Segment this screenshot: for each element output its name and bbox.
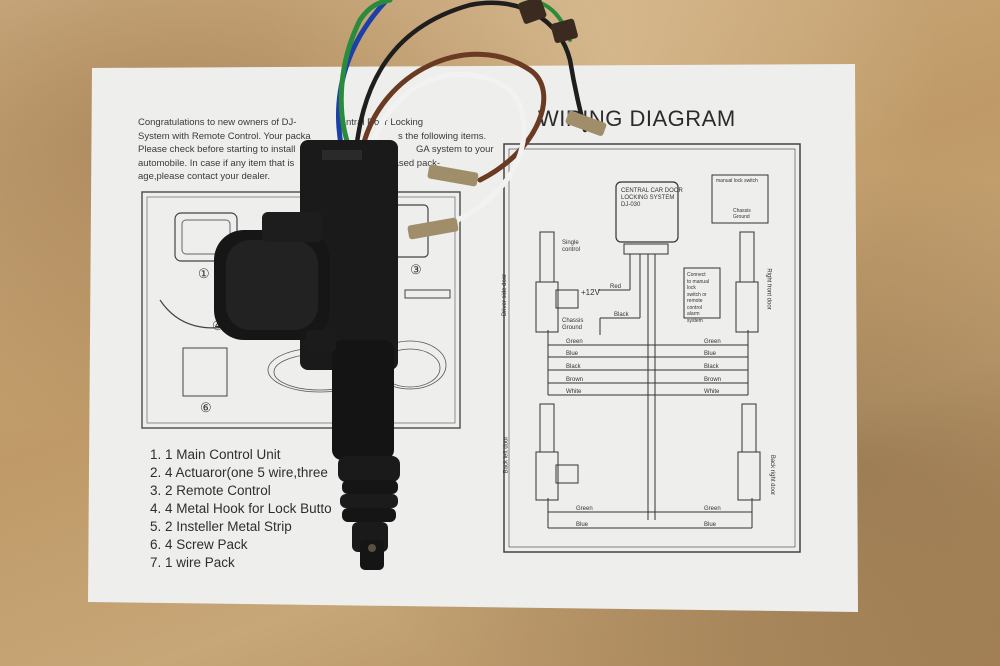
wire-label: Brown: [704, 377, 722, 383]
wiring-diagram-frame: [503, 143, 801, 553]
figure-number: ①: [198, 266, 210, 281]
parts-list-item: 1. 1 Main Control Unit: [150, 447, 281, 462]
wire-label: White: [566, 389, 582, 395]
wire-label: White: [704, 389, 720, 395]
figure-number: ③: [410, 262, 422, 277]
wire-label: Blue: [576, 522, 589, 528]
wire-label: Blue: [704, 351, 717, 357]
manual-lock-switch-box: [711, 174, 769, 224]
parts-list-item: 7. 1 wire Pack: [150, 555, 235, 570]
wire-label: Brown: [566, 377, 584, 383]
door-actuators: [535, 231, 761, 501]
black-wire-label: Black: [614, 312, 629, 318]
figure-number: ⑥: [200, 400, 212, 415]
wire-bus: [547, 254, 753, 529]
wire-label: Green: [704, 506, 721, 512]
wire-label: Blue: [704, 522, 717, 528]
figure-number: ④: [212, 318, 224, 333]
screw-pack-illustration: [182, 347, 228, 397]
wire-label: Blue: [566, 351, 579, 357]
manual-lock-switch-label: manual lock switch: [716, 178, 758, 184]
connect-note-box: [683, 267, 721, 319]
parts-list-item: 6. 4 Screw Pack: [150, 537, 248, 552]
plus12v-label: +12V: [581, 288, 600, 297]
wire-label: Black: [704, 364, 719, 370]
parts-list: 1. 1 Main Control Unit 2. 4 Actuaror(one…: [150, 446, 332, 572]
paper-sheet: [88, 64, 858, 612]
red-wire-label: Red: [610, 284, 622, 290]
parts-list-item: 3. 2 Remote Control: [150, 483, 271, 498]
parts-list-item: 2. 4 Actuaror(one 5 wire,three: [150, 465, 328, 480]
wire-terminals: [407, 0, 607, 240]
wire-label: Green: [576, 506, 593, 512]
control-unit-box: [615, 181, 679, 243]
wire-label: Green: [566, 339, 583, 345]
parts-list-item: 5. 2 Insteller Metal Strip: [150, 519, 292, 534]
parts-list-item: 4. 4 Metal Hook for Lock Butto: [150, 501, 332, 516]
intro-paragraph: Congratulations to new owners of DJ-Syst…: [138, 117, 311, 182]
wire-label: Green: [704, 339, 721, 345]
door-lock-actuator: [214, 140, 400, 570]
wire-label: Black: [566, 364, 581, 370]
